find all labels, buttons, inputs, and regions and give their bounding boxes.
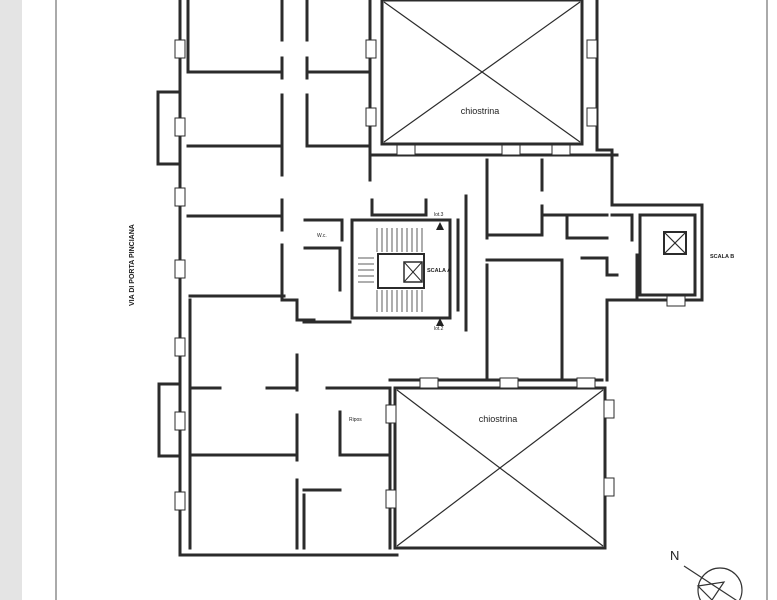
- courtyard-south-label: chiostrina: [479, 414, 518, 424]
- exterior-walls: [156, 0, 704, 557]
- stair-a: [358, 222, 444, 326]
- room-storage-label: Ripos: [349, 417, 362, 423]
- window-openings: [174, 39, 686, 511]
- street-label: VIA DI PORTA PINCIANA: [129, 224, 136, 306]
- interior-walls: [186, 0, 697, 550]
- stair-b-label: SCALA B: [710, 254, 734, 260]
- landing-bottom-label: lot.2: [434, 326, 444, 332]
- courtyard-north: [380, 0, 584, 146]
- courtyard-south: [393, 386, 607, 550]
- lift-shaft-a: [403, 261, 423, 283]
- courtyard-north-label: chiostrina: [461, 106, 500, 116]
- floor-plan-drawing: chiostrina chiostrina: [55, 0, 768, 600]
- stair-b: [663, 231, 687, 255]
- north-compass: [683, 565, 743, 600]
- north-label: N: [670, 548, 679, 563]
- room-wc-label: W.c.: [317, 233, 327, 239]
- landing-top-label: lot.3: [434, 212, 444, 218]
- stair-a-label: SCALA A: [427, 268, 451, 274]
- floor-plan-sheet: chiostrina chiostrina: [22, 0, 777, 600]
